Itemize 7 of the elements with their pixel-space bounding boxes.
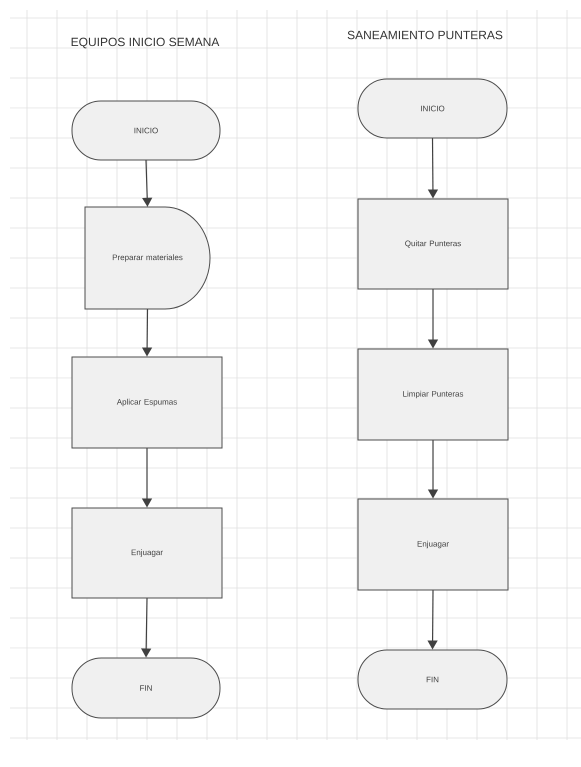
process-box: Enjuagar	[358, 498, 508, 590]
process-box: Limpiar Punteras	[358, 348, 508, 440]
flowchart-title: SANEAMIENTO PUNTERAS	[348, 30, 502, 40]
process-box: Enjuagar	[72, 508, 222, 598]
flowchart-title: EQUIPOS INICIO SEMANA	[72, 38, 220, 48]
process-box: Aplicar Espumas	[72, 356, 222, 448]
process-box: Quitar Punteras	[358, 198, 508, 290]
